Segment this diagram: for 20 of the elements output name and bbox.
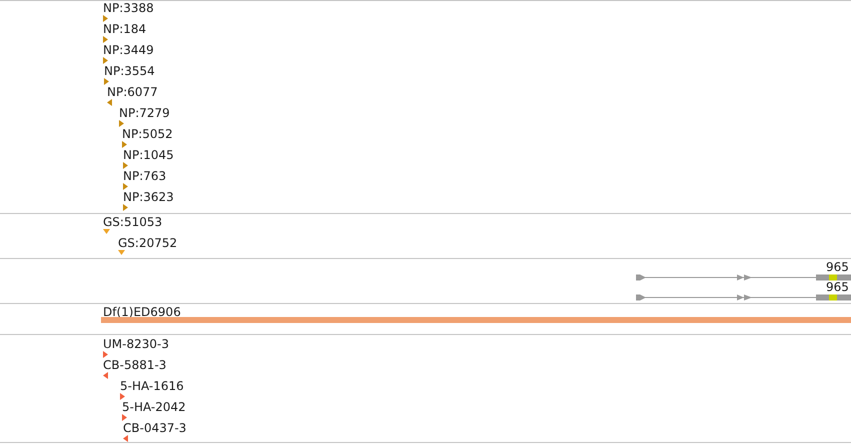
feature-label: NP:7279: [119, 106, 170, 120]
transcript-label: 965: [826, 280, 849, 294]
feature-label: NP:1045: [123, 148, 174, 162]
feature-label: UM-8230-3: [103, 337, 169, 351]
feature-label: NP:3623: [123, 190, 174, 204]
feature-label: 5-HA-1616: [120, 379, 184, 393]
feature-label: NP:3449: [103, 43, 154, 57]
feature-label: NP:5052: [122, 127, 173, 141]
feature-label: CB-0437-3: [123, 421, 186, 435]
feature-label: GS:51053: [103, 215, 162, 229]
feature-label: CB-5881-3: [103, 358, 166, 372]
feature-label: NP:6077: [107, 85, 158, 99]
feature-label: NP:763: [123, 169, 166, 183]
feature-label: GS:20752: [118, 236, 178, 250]
deletion-label: Df(1)ED6906: [103, 305, 181, 319]
feature-label: 5-HA-2042: [122, 400, 186, 414]
feature-label: NP:3554: [104, 64, 155, 78]
feature-label: NP:3388: [103, 1, 154, 15]
feature-label: NP:184: [103, 22, 146, 36]
transcript-label: 965: [826, 260, 849, 274]
